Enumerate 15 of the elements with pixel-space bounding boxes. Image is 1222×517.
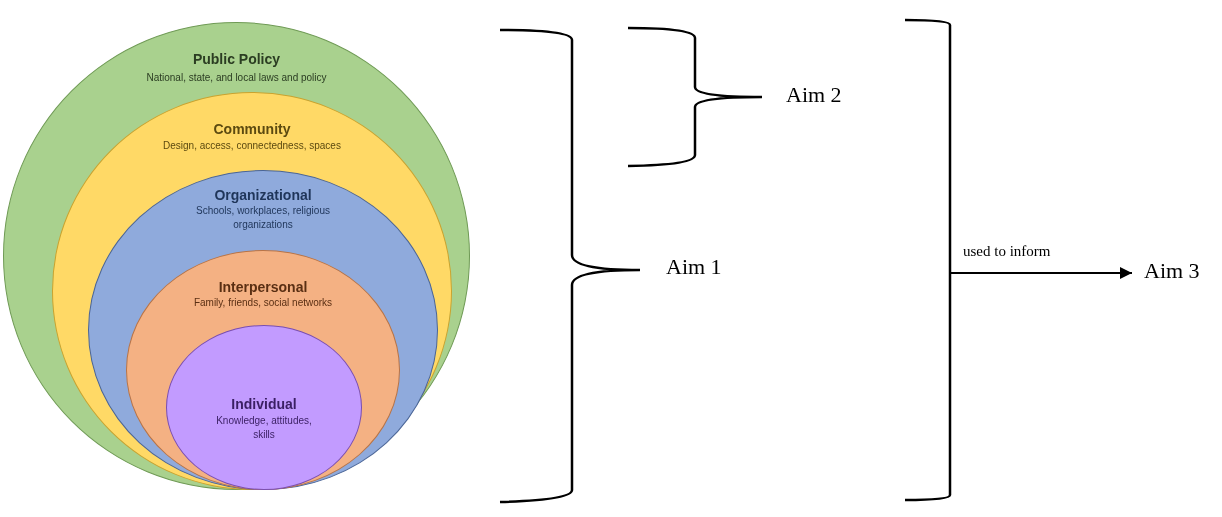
layer-description: National, state, and local laws and policy xyxy=(145,71,328,85)
arrow xyxy=(948,267,1133,279)
aim-label: Aim 2 xyxy=(786,82,842,108)
layer-title: Community xyxy=(212,121,292,137)
layer-description: Schools, workplaces, religious organizations xyxy=(195,204,331,232)
layer-title: Interpersonal xyxy=(217,279,309,295)
layer-description: Design, access, connectedness, spaces xyxy=(162,139,342,153)
layer-description: Knowledge, attitudes, skills xyxy=(215,414,313,442)
aim-label: Aim 1 xyxy=(666,254,722,280)
layer-title: Individual xyxy=(230,396,298,412)
layer-title: Organizational xyxy=(213,187,313,203)
layer-title: Public Policy xyxy=(191,51,282,67)
square-bracket xyxy=(905,18,952,502)
layer-description: Family, friends, social networks xyxy=(192,296,334,310)
aim-label: Aim 3 xyxy=(1144,258,1200,284)
